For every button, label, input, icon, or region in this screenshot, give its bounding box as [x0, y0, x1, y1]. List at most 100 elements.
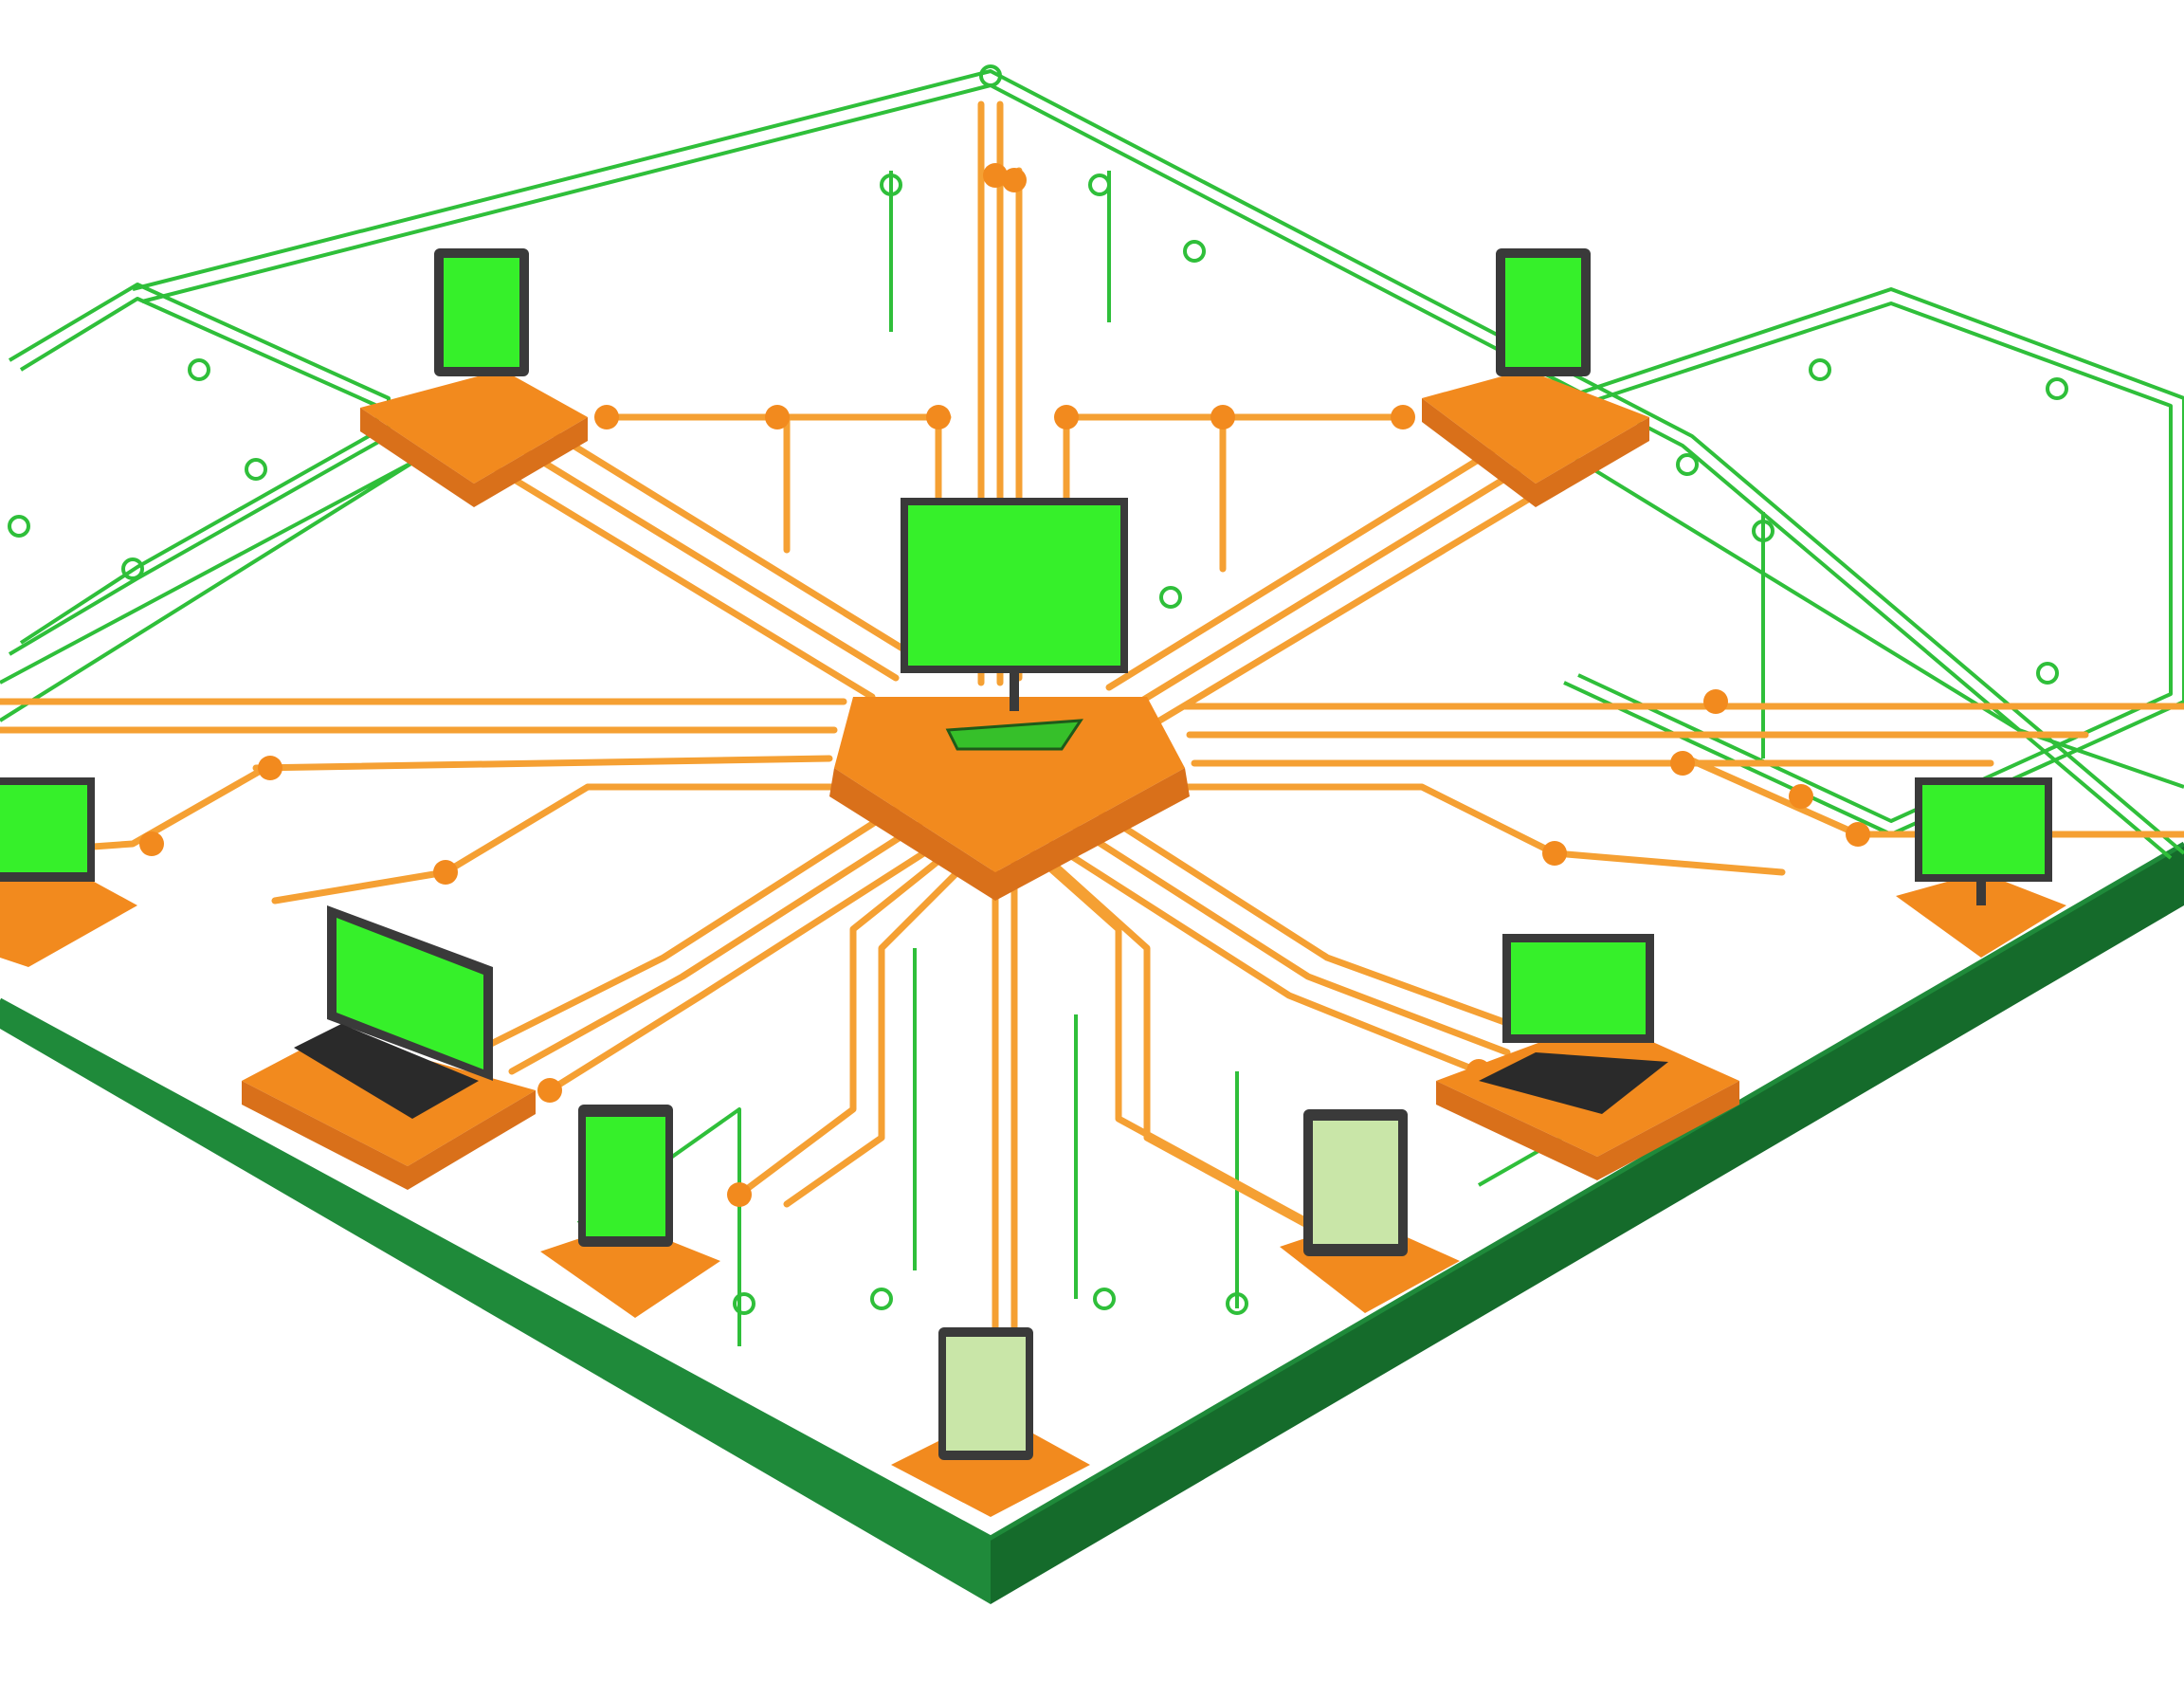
green-diamond-outline-inner	[141, 83, 2173, 860]
green-trace-dot	[8, 515, 30, 538]
green-trace-dot	[880, 174, 902, 196]
orange-trace-dot	[983, 163, 1008, 188]
green-trace-layer	[0, 69, 2184, 1346]
green-trace-dot	[1093, 1288, 1116, 1310]
green-right-rail	[1553, 444, 2184, 789]
green-trace-dot	[1159, 586, 1182, 609]
node-top-left	[360, 248, 588, 507]
orange-trace-dot	[537, 1078, 562, 1103]
orange-trace-dot	[1542, 841, 1567, 866]
trace-left-c	[252, 755, 833, 772]
trace-top-left-c	[508, 404, 923, 663]
orange-trace-dot	[1670, 751, 1695, 776]
orange-trace-dot	[1789, 784, 1813, 809]
green-trace-dot	[1183, 240, 1206, 263]
green-trace-dot	[2036, 662, 2059, 685]
trace-laptop-right-b	[1067, 821, 1511, 1056]
orange-trace-layer	[0, 100, 2184, 1407]
green-trace-dot	[2046, 377, 2068, 400]
green-trace-dot	[121, 557, 144, 580]
hub-monitor-stand	[1010, 673, 1019, 711]
node-pad	[360, 370, 588, 484]
green-trace-dot	[1676, 453, 1699, 476]
green-trace-dot	[733, 1292, 755, 1315]
trace-laptop-right-c	[1048, 840, 1483, 1075]
orange-trace-dot	[1054, 405, 1079, 429]
node-pad	[0, 877, 137, 967]
orange-trace-dot	[1391, 405, 1415, 429]
green-trace-dot	[245, 458, 267, 481]
tablet-screen	[1313, 1121, 1398, 1244]
orange-trace-dot	[765, 405, 790, 429]
central-hub	[829, 498, 1190, 901]
node-top-right	[1422, 248, 1649, 507]
green-trace-dot	[1752, 520, 1774, 542]
node-pad-side	[360, 408, 588, 507]
trace-top-left-a	[470, 451, 876, 701]
green-diamond-outline	[132, 69, 2184, 855]
trace-mid-left	[271, 783, 838, 904]
tablet-screen	[444, 258, 519, 367]
trace-top-right-a	[1105, 432, 1520, 691]
trace-dot-layer	[8, 64, 2068, 1315]
tablet-screen	[586, 1117, 665, 1236]
node-pad	[1896, 872, 2066, 958]
green-trace-dot	[870, 1288, 893, 1310]
orange-trace-dot	[433, 860, 458, 885]
orange-trace-dot	[139, 831, 164, 856]
tablet-screen	[1505, 258, 1581, 367]
node-pad-side	[1422, 398, 1649, 507]
hub-monitor-screen	[908, 505, 1120, 666]
orange-trace-dot	[1703, 689, 1728, 714]
green-hex-right	[1563, 287, 2184, 836]
trace-lower-left-b	[783, 859, 971, 1208]
monitor-stand	[1976, 882, 1986, 905]
monitor-screen	[0, 785, 87, 872]
node-tablet-lower-left	[540, 1105, 720, 1318]
trace-mid-right	[1172, 783, 1786, 876]
node-tablet-bottom	[891, 1327, 1090, 1517]
trace-top-right-c	[1148, 480, 1558, 729]
laptop-keyboard	[294, 1024, 479, 1119]
node-left	[0, 777, 137, 967]
node-laptop-left	[242, 905, 536, 1190]
node-tablet-lower-right	[1280, 1109, 1460, 1313]
orange-trace-dot	[1846, 822, 1870, 847]
laptop-pad-side	[1436, 1081, 1739, 1180]
hub-pad-shadow	[829, 768, 1190, 901]
orange-trace-dot	[926, 405, 951, 429]
board-top-outline	[0, 841, 2184, 1541]
green-trace-dot	[1088, 174, 1111, 196]
device-nodes	[0, 248, 2066, 1517]
orange-trace-dot	[258, 756, 282, 780]
node-right	[1896, 777, 2066, 958]
orange-trace-dot	[1002, 168, 1027, 192]
trace-lower-left-a	[736, 850, 952, 1198]
node-laptop-right	[1436, 934, 1739, 1180]
trace-lower-right-b	[1048, 859, 1359, 1255]
trace-laptop-left-a	[470, 802, 904, 1056]
board-edge-left	[0, 1000, 991, 1604]
trace-top-right-b	[1129, 456, 1539, 710]
monitor-screen	[1922, 785, 2045, 874]
orange-trace-dot	[1210, 405, 1235, 429]
hub-base-screen	[945, 719, 1083, 751]
laptop-pad-side	[242, 1081, 536, 1190]
green-trace-dot	[1226, 1292, 1248, 1315]
node-pad	[891, 1413, 1090, 1517]
board-edge-right	[991, 844, 2184, 1604]
green-trace-dot	[1809, 358, 1831, 381]
green-trace-dot	[188, 358, 210, 381]
trace-laptop-right-a	[1086, 802, 1539, 1037]
orange-trace-dot	[594, 405, 619, 429]
trace-laptop-left-c	[546, 840, 942, 1094]
laptop-keyboard	[1479, 1052, 1668, 1114]
hub-pad	[834, 697, 1185, 872]
green-hex-right-inner	[1577, 301, 2173, 823]
laptop-screen	[1511, 942, 1646, 1034]
green-trace-dot	[979, 64, 1002, 87]
node-pad	[1422, 370, 1649, 484]
tablet-screen	[946, 1337, 1026, 1451]
orange-trace-dot	[727, 1182, 752, 1207]
